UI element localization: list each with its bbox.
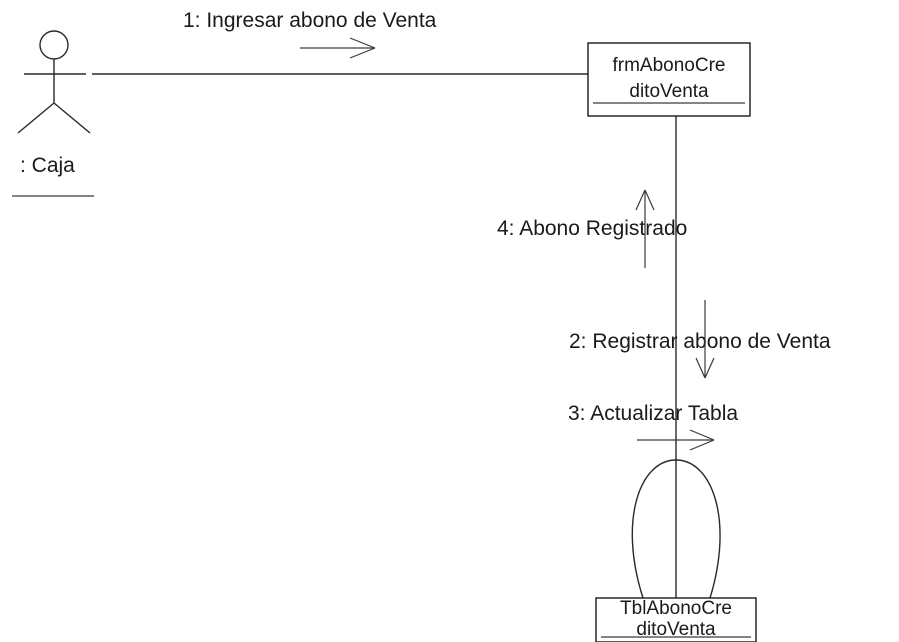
message-4-label: 4: Abono Registrado: [497, 217, 687, 240]
arrow-up-icon: [635, 189, 655, 268]
message-3: 3: Actualizar Tabla: [568, 402, 738, 451]
arrow-right-icon: [300, 37, 376, 59]
message-2: 2: Registrar abono de Venta: [569, 300, 831, 379]
object-form-name-line1: frmAbonoCre: [613, 55, 726, 76]
actor-caja: : Caja: [12, 30, 94, 197]
stick-figure-actor-icon: [17, 30, 91, 134]
message-3-label: 3: Actualizar Tabla: [568, 402, 738, 425]
self-link-loop: [631, 459, 721, 599]
arrow-down-icon: [695, 300, 715, 379]
object-tbl-abono-credito-venta: TblAbonoCre ditoVenta: [595, 597, 757, 642]
actor-label: : Caja: [20, 154, 75, 177]
object-table-name-line2: ditoVenta: [636, 619, 716, 640]
message-1-label: 1: Ingresar abono de Venta: [183, 9, 437, 32]
message-2-label: 2: Registrar abono de Venta: [569, 330, 831, 353]
arrow-right-icon: [637, 429, 715, 451]
message-1: 1: Ingresar abono de Venta: [183, 9, 437, 59]
object-frm-abono-credito-venta: frmAbonoCre ditoVenta: [587, 42, 751, 117]
message-4: 4: Abono Registrado: [497, 189, 687, 268]
object-table-name-line1: TblAbonoCre: [620, 598, 732, 619]
object-form-name-line2: ditoVenta: [629, 81, 709, 102]
